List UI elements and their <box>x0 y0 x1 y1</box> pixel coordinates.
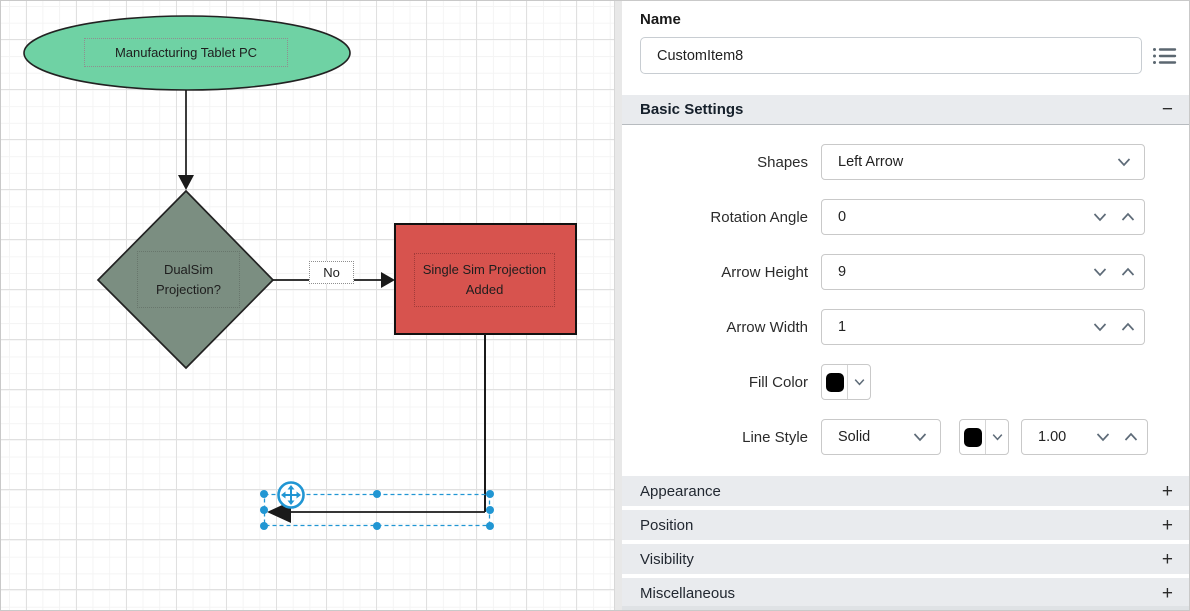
section-header-position[interactable]: Position + <box>622 510 1189 540</box>
panel-bottom-strip <box>622 606 1189 610</box>
chevron-down-icon[interactable] <box>848 365 870 399</box>
handle-bottom-right[interactable] <box>486 522 494 530</box>
arrow-height-row: Arrow Height 9 <box>640 254 1145 290</box>
ellipse-label: Manufacturing Tablet PC <box>84 38 288 67</box>
line-color-picker[interactable] <box>959 419 1009 455</box>
rotation-angle-label: Rotation Angle <box>710 208 808 226</box>
section-title-basic-settings: Basic Settings <box>640 101 744 118</box>
section-title-position: Position <box>640 516 694 534</box>
line-style-value: Solid <box>838 429 871 445</box>
spinner-decrease-icon[interactable] <box>1093 212 1107 222</box>
expand-plus-icon[interactable]: + <box>1161 548 1173 570</box>
diagram-shapes-layer <box>23 15 577 530</box>
arrow-height-label: Arrow Height <box>721 263 808 281</box>
arrow-height-stepper[interactable]: 9 <box>821 254 1145 290</box>
expand-plus-icon[interactable]: + <box>1161 514 1173 536</box>
expand-plus-icon[interactable]: + <box>1161 480 1173 502</box>
diamond-label-line1: DualSim <box>163 261 214 277</box>
basic-settings-content: Shapes Left Arrow Rotation Angle 0 <box>622 125 1189 471</box>
node-ellipse-manufacturing[interactable] <box>23 15 351 91</box>
rotation-angle-row: Rotation Angle 0 <box>640 199 1145 235</box>
section-header-visibility[interactable]: Visibility + <box>622 544 1189 574</box>
connector-no-label-text: No <box>323 264 340 280</box>
handle-mid-right[interactable] <box>486 506 494 514</box>
arrow-width-stepper[interactable]: 1 <box>821 309 1145 345</box>
node-diamond-dualsim[interactable] <box>96 189 275 370</box>
spinner-increase-icon[interactable] <box>1121 322 1135 332</box>
properties-panel: Name <box>622 1 1189 610</box>
list-icon <box>1153 47 1177 64</box>
arrow-width-label: Arrow Width <box>726 318 808 336</box>
rotation-angle-value: 0 <box>838 209 847 225</box>
line-style-dropdown[interactable]: Solid <box>821 419 941 455</box>
section-title-appearance: Appearance <box>640 482 721 500</box>
line-color-swatch <box>963 427 982 447</box>
spinner-increase-icon[interactable] <box>1121 267 1135 277</box>
canvas-panel-divider <box>614 1 622 610</box>
diagram-canvas[interactable]: Manufacturing Tablet PC DualSim Projecti… <box>1 1 614 610</box>
chevron-down-icon[interactable] <box>913 432 927 442</box>
arrowhead-right-icon <box>381 272 395 288</box>
section-title-visibility: Visibility <box>640 550 694 568</box>
connector-no-label: No <box>309 261 354 284</box>
diamond-label: DualSim Projection? <box>137 251 240 308</box>
move-handle-icon[interactable] <box>277 481 305 509</box>
handle-bottom-center[interactable] <box>373 522 381 530</box>
line-width-stepper[interactable]: 1.00 <box>1021 419 1148 455</box>
line-style-row: Line Style Solid <box>640 419 1148 455</box>
chevron-down-icon[interactable] <box>1117 157 1131 167</box>
section-header-appearance[interactable]: Appearance + <box>622 476 1189 506</box>
rotation-angle-stepper[interactable]: 0 <box>821 199 1145 235</box>
expand-plus-icon[interactable]: + <box>1161 582 1173 604</box>
shapes-label: Shapes <box>757 153 808 171</box>
spinner-increase-icon[interactable] <box>1124 432 1138 442</box>
rect-label: Single Sim Projection Added <box>414 253 555 307</box>
fill-color-row: Fill Color <box>640 364 1145 400</box>
fill-color-label: Fill Color <box>748 373 808 391</box>
fill-color-swatch <box>825 372 844 392</box>
handle-mid-left[interactable] <box>260 506 268 514</box>
rect-label-line2: Added <box>465 282 504 297</box>
spinner-decrease-icon[interactable] <box>1093 322 1107 332</box>
arrow-width-row: Arrow Width 1 <box>640 309 1145 345</box>
line-width-value: 1.00 <box>1038 429 1067 445</box>
spinner-increase-icon[interactable] <box>1121 212 1135 222</box>
line-color-swatch-button[interactable] <box>960 420 986 454</box>
line-style-label: Line Style <box>742 428 808 446</box>
diamond-label-line2: Projection? <box>155 281 222 297</box>
name-section-title: Name <box>640 11 681 28</box>
ellipse-label-text: Manufacturing Tablet PC <box>114 44 258 60</box>
name-input[interactable] <box>640 37 1142 74</box>
node-list-button[interactable] <box>1151 44 1177 68</box>
spinner-decrease-icon[interactable] <box>1093 267 1107 277</box>
rect-label-line1: Single Sim Projection <box>422 262 547 277</box>
shapes-value: Left Arrow <box>838 154 904 170</box>
handle-bottom-left[interactable] <box>260 522 268 530</box>
section-header-miscellaneous[interactable]: Miscellaneous + <box>622 578 1189 608</box>
collapse-minus-icon[interactable]: − <box>1161 99 1173 120</box>
handle-top-left[interactable] <box>260 490 268 498</box>
section-title-miscellaneous: Miscellaneous <box>640 584 736 602</box>
shapes-dropdown[interactable]: Left Arrow <box>821 144 1145 180</box>
fill-color-picker[interactable] <box>821 364 871 400</box>
chevron-down-icon[interactable] <box>986 420 1008 454</box>
selection-handles[interactable] <box>260 490 494 530</box>
arrowhead-down-icon <box>178 175 194 190</box>
arrow-height-value: 9 <box>838 264 847 280</box>
handle-top-center[interactable] <box>373 490 381 498</box>
fill-color-swatch-button[interactable] <box>822 365 848 399</box>
handle-top-right[interactable] <box>486 490 494 498</box>
spinner-decrease-icon[interactable] <box>1096 432 1110 442</box>
name-block: Name <box>622 1 1189 74</box>
section-header-basic-settings[interactable]: Basic Settings − <box>622 95 1189 125</box>
shapes-row: Shapes Left Arrow <box>640 144 1145 180</box>
arrow-width-value: 1 <box>838 319 847 335</box>
